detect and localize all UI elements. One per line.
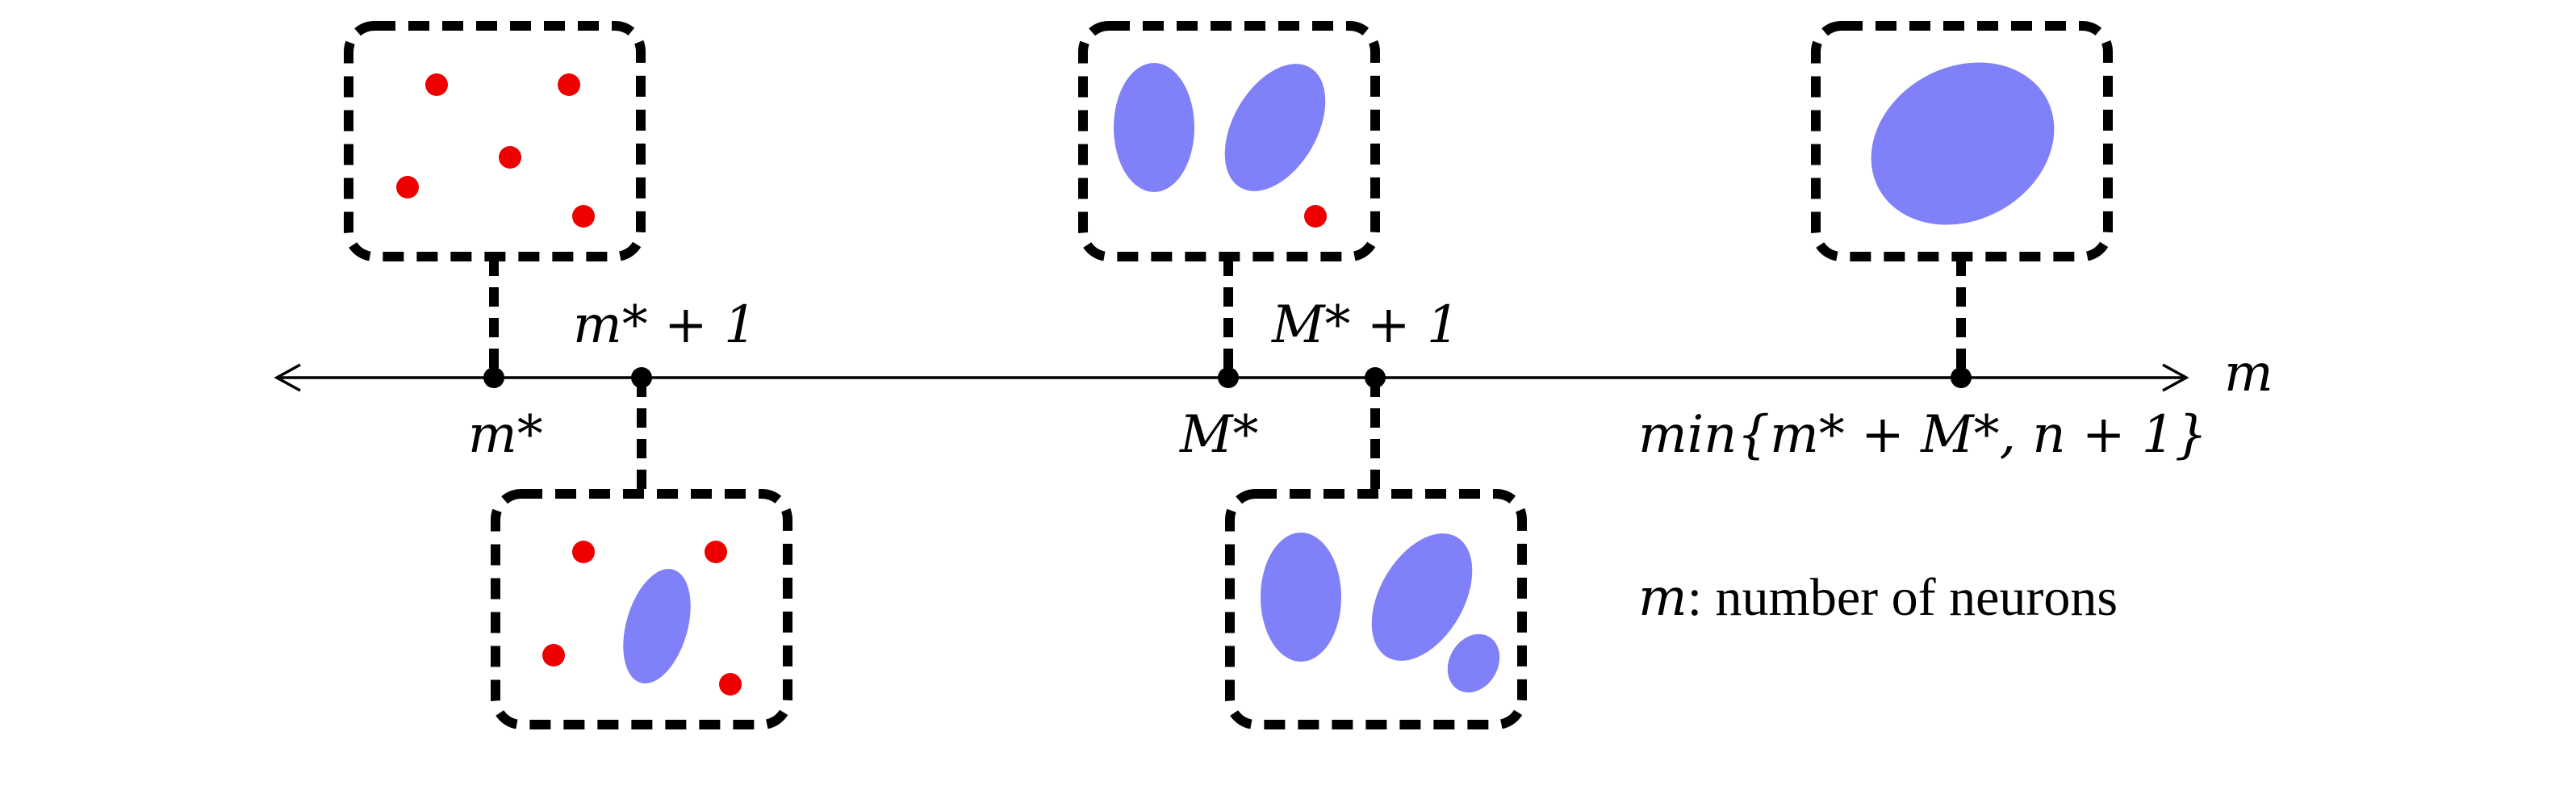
blue-region [1447, 633, 1500, 693]
label-M-star: M* [1179, 405, 1259, 465]
axis-variable-label: m [2224, 344, 2273, 403]
legend: m: number of neurons [1638, 568, 2118, 628]
panel-M-star [1078, 21, 1380, 261]
connector-M-star-plus-1 [1370, 378, 1383, 495]
red-dot [1304, 205, 1327, 228]
blue-region [623, 569, 691, 683]
panel-frame [491, 489, 792, 729]
label-m-star: m* [468, 405, 543, 465]
axis-point-m-star [483, 367, 504, 388]
label-m-star-plus-1: m* + 1 [573, 295, 757, 355]
red-dot [499, 146, 521, 169]
axis-right-arrow [2162, 363, 2189, 392]
blue-region [1371, 533, 1473, 661]
panel-frame [344, 21, 646, 261]
axis-left-arrow [274, 363, 301, 392]
red-dot [425, 73, 448, 96]
axis-point-min [1951, 367, 1972, 388]
red-dot [542, 644, 565, 667]
axis-point-M-star [1218, 367, 1239, 388]
connector-m-star-plus-1 [637, 378, 646, 495]
red-dot [572, 205, 595, 228]
connectors [489, 257, 1966, 495]
axis-labels: m* m* + 1 M* M* + 1 min{m* + M*, n + 1} [468, 295, 2207, 465]
panel-m-star [344, 21, 646, 261]
panel-M-star-plus-1 [1225, 489, 1527, 729]
red-dot [558, 73, 580, 96]
red-dot [705, 541, 727, 563]
blue-region [1871, 62, 2055, 225]
panel-frame [1078, 21, 1380, 261]
panel-frame [1225, 489, 1527, 729]
axis-points [483, 367, 1972, 388]
red-dot [572, 541, 595, 563]
legend-text: m: number of neurons [1638, 568, 2118, 628]
label-min: min{m* + M*, n + 1} [1638, 405, 2207, 465]
axis-point-M-star-plus-1 [1365, 367, 1386, 388]
red-dot [396, 176, 419, 198]
panel-frame [1811, 21, 2113, 261]
blue-region [1261, 533, 1341, 662]
legend-symbol: m [1638, 568, 1687, 628]
blue-region [1114, 63, 1194, 192]
axis-point-m-star-plus-1 [631, 367, 652, 388]
legend-description: : number of neurons [1687, 568, 2118, 627]
blue-region [1224, 64, 1326, 191]
red-dot [719, 673, 742, 696]
panel-m-star-plus-1 [491, 489, 792, 729]
label-M-star-plus-1: M* + 1 [1271, 295, 1460, 355]
panel-min [1811, 21, 2113, 261]
